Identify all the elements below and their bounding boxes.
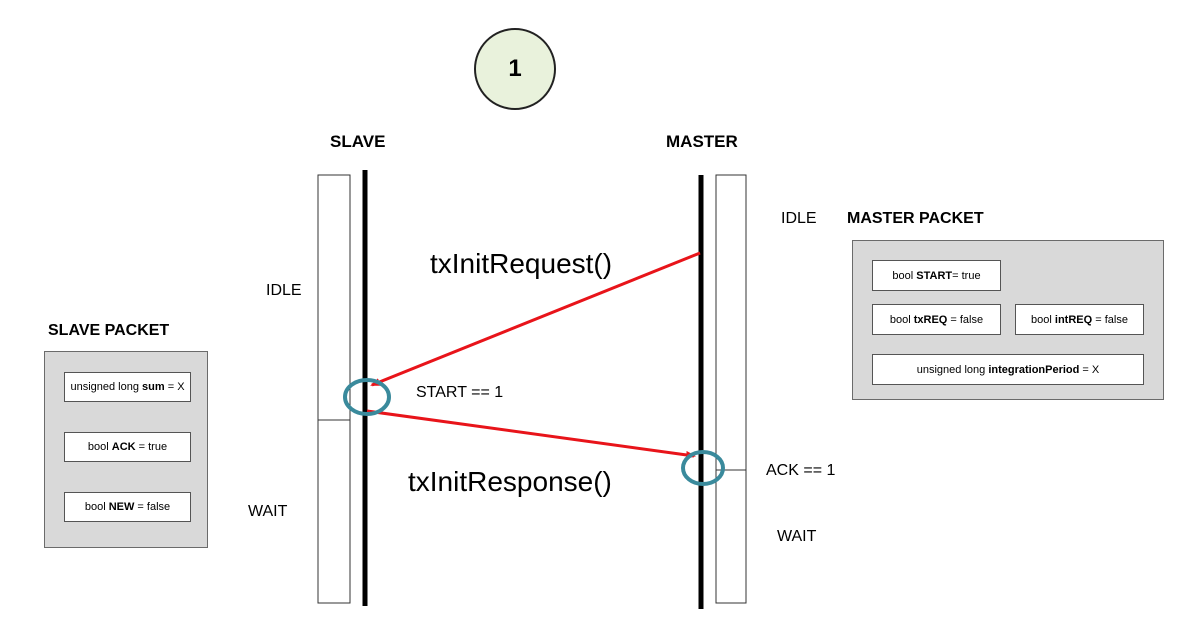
slave-condition-label: START == 1 — [416, 384, 504, 401]
slave-state-wait: WAIT — [248, 503, 288, 520]
master-state-wait: WAIT — [777, 528, 817, 545]
master-condition-marker — [681, 450, 725, 486]
master-packet-box: bool START= true bool txREQ = false bool… — [852, 240, 1164, 400]
master-condition-label: ACK == 1 — [766, 462, 836, 479]
master-field-start: bool START= true — [872, 260, 1001, 291]
slave-field-new: bool NEW = false — [64, 492, 191, 522]
slave-condition-marker — [343, 378, 391, 416]
master-packet-title: MASTER PACKET — [847, 210, 984, 227]
slave-field-ack: bool ACK = true — [64, 432, 191, 462]
slave-activation-bar — [317, 174, 351, 604]
slave-packet-box: unsigned long sum = X bool ACK = true bo… — [44, 351, 208, 548]
master-activation-bar — [715, 174, 747, 604]
slave-field-sum: unsigned long sum = X — [64, 372, 191, 402]
master-field-txreq: bool txREQ = false — [872, 304, 1001, 335]
txinitrequest-arrow — [370, 251, 701, 387]
txinitresponse-label: txInitResponse() — [408, 466, 612, 497]
txinitresponse-arrow — [366, 409, 696, 459]
txinitrequest-label: txInitRequest() — [430, 248, 613, 279]
slave-state-idle: IDLE — [266, 282, 302, 299]
master-state-idle: IDLE — [781, 210, 817, 227]
master-field-intreq: bool intREQ = false — [1015, 304, 1144, 335]
master-field-integration-period: unsigned long integrationPeriod = X — [872, 354, 1144, 385]
master-lane-title: MASTER — [666, 132, 738, 151]
step-indicator: 1 — [474, 28, 556, 110]
slave-lane-title: SLAVE — [330, 132, 386, 151]
slave-packet-title: SLAVE PACKET — [48, 322, 170, 339]
